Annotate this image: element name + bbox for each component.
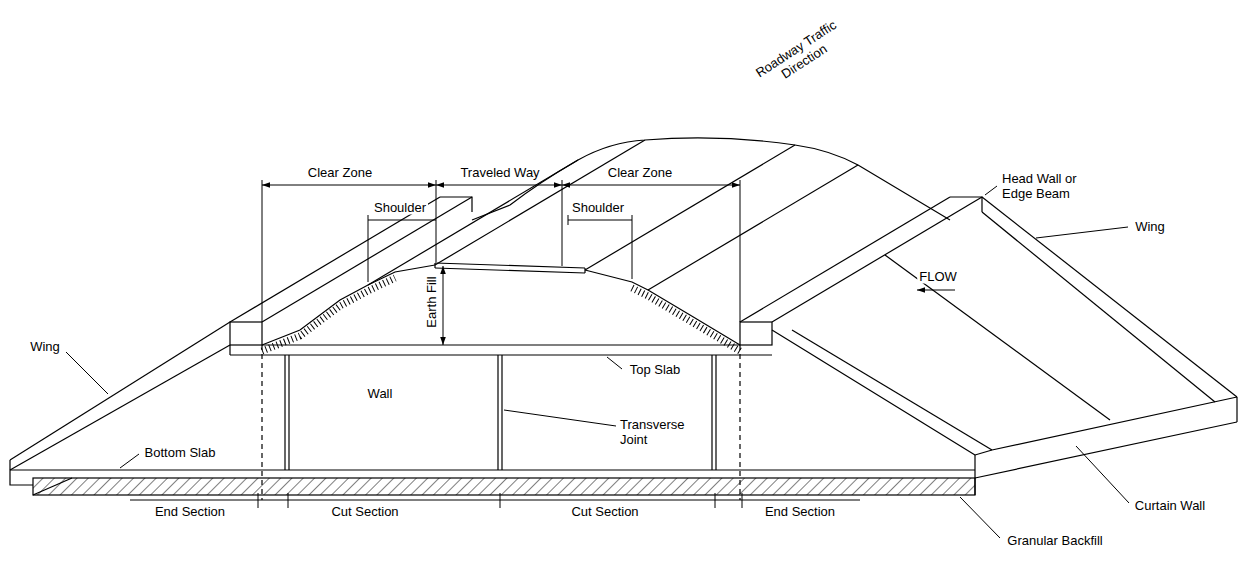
transverse-joint — [715, 355, 716, 470]
part-label: Wall — [366, 386, 395, 401]
pavement — [434, 263, 435, 268]
roadway-line — [435, 140, 645, 265]
slab-end — [974, 455, 975, 495]
top-slab-edge — [229, 345, 230, 355]
top-slab-edge — [262, 344, 740, 345]
transverse-joint — [497, 355, 498, 470]
section-line — [261, 345, 262, 500]
fill-slope — [262, 265, 435, 345]
dimension-line — [568, 220, 632, 221]
roadway-back-profile — [472, 138, 950, 220]
section-label: Cut Section — [569, 504, 640, 519]
dimension-line — [436, 185, 562, 186]
part-label: Wing — [1133, 219, 1167, 234]
leader-line — [66, 352, 108, 394]
dimension-lines — [130, 180, 860, 508]
dimension-label: Shoulder — [570, 200, 626, 215]
top-slab-edge — [230, 354, 772, 355]
roadway-line — [648, 165, 858, 290]
dimension-line — [368, 220, 436, 221]
section-tick — [258, 493, 259, 508]
near-wing-top — [792, 330, 992, 450]
direction-label: Roadway Traffic Direction — [740, 9, 860, 102]
dimension-label: Earth Fill — [424, 274, 439, 329]
near-wing-top — [772, 330, 975, 455]
right-headwall-end — [950, 197, 982, 212]
part-label: Bottom Slab — [143, 445, 218, 460]
part-label: Curtain Wall — [1133, 498, 1207, 513]
dimension-line — [443, 266, 444, 345]
section-line — [739, 345, 740, 500]
dimension-label: Shoulder — [372, 200, 428, 215]
section-tick — [500, 493, 501, 508]
part-label: Top Slab — [628, 362, 683, 377]
flow-arrow — [917, 290, 955, 291]
transverse-joint — [288, 355, 289, 470]
transverse-joint — [284, 355, 285, 470]
far-wing-top — [982, 197, 1237, 397]
leader-line — [985, 186, 997, 195]
slope-hatch — [262, 278, 395, 351]
pavement — [435, 268, 585, 273]
left-wing-face — [10, 345, 230, 470]
part-label: Transverse Joint — [618, 417, 702, 447]
extension-line — [562, 180, 563, 266]
curtain-wall-top — [992, 397, 1237, 450]
extension-line — [262, 180, 263, 322]
transverse-joint — [501, 355, 502, 470]
extension-line — [740, 180, 741, 322]
bottom-slab-edge — [10, 469, 975, 470]
structure-outline — [10, 197, 1237, 500]
leader-line — [1036, 227, 1128, 238]
extension-line — [436, 180, 437, 262]
curtain-wall-end — [1236, 397, 1237, 422]
near-wing-end — [975, 450, 992, 455]
right-headwall — [740, 322, 772, 345]
extension-line — [632, 215, 633, 279]
curtain-wall-bottom — [975, 422, 1237, 478]
section-tick — [288, 493, 289, 508]
left-headwall-end — [440, 197, 472, 212]
channel-crease — [885, 255, 1110, 420]
dimension-label: Traveled Way — [458, 165, 541, 180]
section-label: End Section — [153, 504, 227, 519]
part-label: Head Wall or Edge Beam — [1000, 171, 1104, 201]
section-tick — [715, 493, 716, 508]
dimension-label: Clear Zone — [306, 165, 374, 180]
part-label: Granular Backfill — [1005, 533, 1104, 548]
left-headwall-edge — [262, 197, 472, 322]
granular-backfill — [33, 478, 975, 495]
slope-hatch — [632, 288, 740, 351]
dimension-line — [562, 185, 740, 186]
pavement — [584, 268, 585, 273]
section-dimension — [130, 500, 860, 501]
earth-fill — [262, 138, 950, 351]
leader-line — [960, 497, 1000, 538]
leader-lines — [66, 186, 1129, 538]
leader-line — [607, 357, 622, 369]
far-wing-top — [982, 212, 1215, 402]
flow-label: FLOW — [917, 269, 959, 284]
part-label: Wing — [28, 339, 62, 354]
transverse-joint — [711, 355, 712, 470]
left-headwall — [230, 322, 262, 345]
dimension-label: Clear Zone — [606, 165, 674, 180]
leader-line — [120, 454, 139, 468]
extension-line — [568, 215, 569, 225]
extension-line — [368, 215, 369, 282]
left-wing-top — [10, 322, 230, 460]
dimension-line — [262, 185, 436, 186]
left-wing-toe — [33, 478, 72, 495]
section-label: Cut Section — [329, 504, 400, 519]
leader-line — [504, 410, 616, 426]
section-label: End Section — [763, 504, 837, 519]
leader-line — [1076, 446, 1129, 503]
right-headwall-edge — [740, 197, 950, 322]
section-tick — [742, 493, 743, 508]
